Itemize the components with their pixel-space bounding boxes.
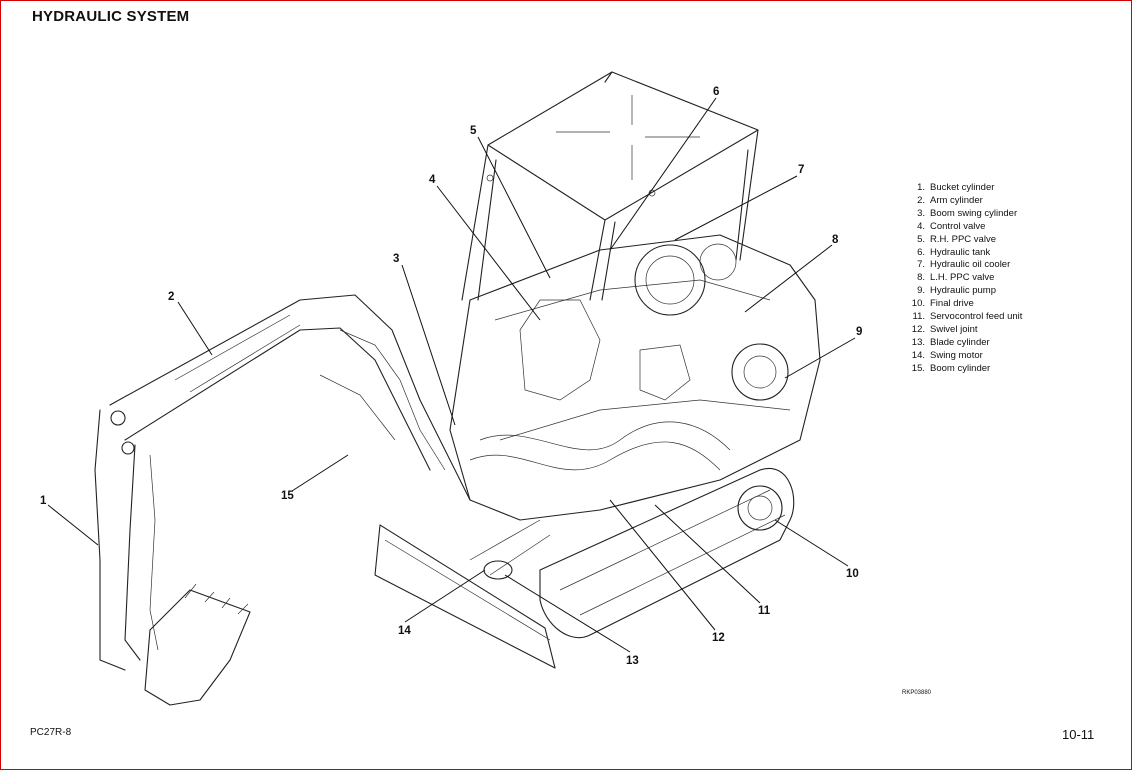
callout-10: 10: [846, 568, 859, 580]
legend-number: 1.: [917, 182, 925, 193]
legend-label: Bucket cylinder: [930, 182, 995, 193]
legend-number: 5.: [917, 233, 925, 245]
callout-5: 5: [470, 125, 477, 137]
legend-label: Boom swing cylinder: [930, 207, 1018, 219]
legend-item: 11. Servocontrol feed unit: [906, 311, 1022, 324]
legend-item: 6. Hydraulic tank: [906, 247, 1022, 260]
figure-code: RKP03880: [902, 690, 932, 696]
legend-label: Hydraulic pump: [930, 285, 996, 297]
legend-number: 12.: [911, 323, 925, 335]
callout-2: 2: [168, 291, 174, 303]
legend-number: 15.: [911, 362, 925, 374]
legend-number: 13.: [911, 336, 925, 348]
legend-number: 2.: [917, 194, 925, 206]
legend-item: 4. Control valve: [906, 221, 1022, 234]
legend-number: 4.: [917, 220, 925, 232]
legend-number: 7.: [917, 259, 925, 271]
callout-14: 14: [398, 625, 411, 637]
callout-15: 15: [281, 490, 294, 502]
legend-number: 6.: [917, 246, 925, 258]
page-number: 10-11: [1062, 727, 1095, 742]
legend-label: Hydraulic tank: [930, 246, 991, 258]
legend-number: 8.: [917, 272, 925, 284]
legend-item: 12. Swivel joint: [906, 324, 1022, 337]
legend-label: Blade cylinder: [930, 336, 990, 348]
model-code: PC27R-8: [30, 727, 72, 738]
callout-labels: 1 2 3 4 5 6 7 8 9 10 11 12 13 14 15: [40, 86, 862, 667]
callout-8: 8: [832, 234, 839, 246]
legend-item: 3. Boom swing cylinder: [906, 208, 1022, 221]
callout-13: 13: [626, 655, 639, 667]
track-illustration: [539, 467, 795, 639]
callout-11: 11: [758, 605, 771, 617]
bucket-illustration: [144, 583, 251, 706]
legend-item: 8. L.H. PPC valve: [906, 272, 1022, 285]
legend-item: 10. Final drive: [906, 298, 1022, 311]
legend-item: 9. Hydraulic pump: [906, 285, 1022, 298]
callout-4: 4: [429, 174, 436, 186]
callout-1: 1: [40, 495, 47, 507]
blade-illustration: [374, 519, 556, 669]
boom-arm-illustration: [94, 294, 471, 671]
legend-item: 7. Hydraulic oil cooler: [906, 259, 1022, 272]
legend-item: 14. Swing motor: [906, 350, 1022, 363]
legend-label: Arm cylinder: [930, 194, 983, 206]
callout-6: 6: [713, 86, 719, 98]
legend-number: 14.: [911, 349, 925, 361]
legend-label: Servocontrol feed unit: [930, 311, 1023, 323]
legend-number: 3.: [917, 207, 925, 219]
callout-leaders: [47, 97, 856, 653]
legend-number: 9.: [917, 285, 925, 297]
parts-legend: 1. Bucket cylinder 2. Arm cylinder 3. Boom …: [906, 182, 1023, 376]
legend-item: 13. Blade cylinder: [906, 337, 1022, 350]
callout-12: 12: [712, 632, 725, 644]
legend-label: L.H. PPC valve: [930, 272, 995, 284]
legend-label: Hydraulic oil cooler: [930, 259, 1011, 271]
legend-label: Boom cylinder: [930, 362, 991, 374]
legend-item: 15. Boom cylinder: [906, 363, 1022, 376]
callout-7: 7: [798, 164, 804, 176]
legend-number: 11.: [912, 311, 925, 323]
legend-label: R.H. PPC valve: [930, 233, 996, 245]
legend-label: Final drive: [930, 298, 974, 310]
upper-structure-illustration: [449, 234, 821, 521]
callout-9: 9: [856, 326, 862, 338]
legend-label: Control valve: [930, 220, 986, 232]
legend-item: 1. Bucket cylinder: [906, 182, 1022, 195]
canopy-illustration: [461, 71, 759, 301]
legend-number: 10.: [911, 298, 925, 310]
legend-item: 2. Arm cylinder: [906, 195, 1022, 208]
page-title: HYDRAULIC SYSTEM: [32, 8, 190, 25]
legend-label: Swing motor: [930, 349, 983, 361]
legend-item: 5. R.H. PPC valve: [906, 234, 1022, 247]
legend-label: Swivel joint: [930, 323, 978, 335]
callout-3: 3: [393, 253, 399, 265]
